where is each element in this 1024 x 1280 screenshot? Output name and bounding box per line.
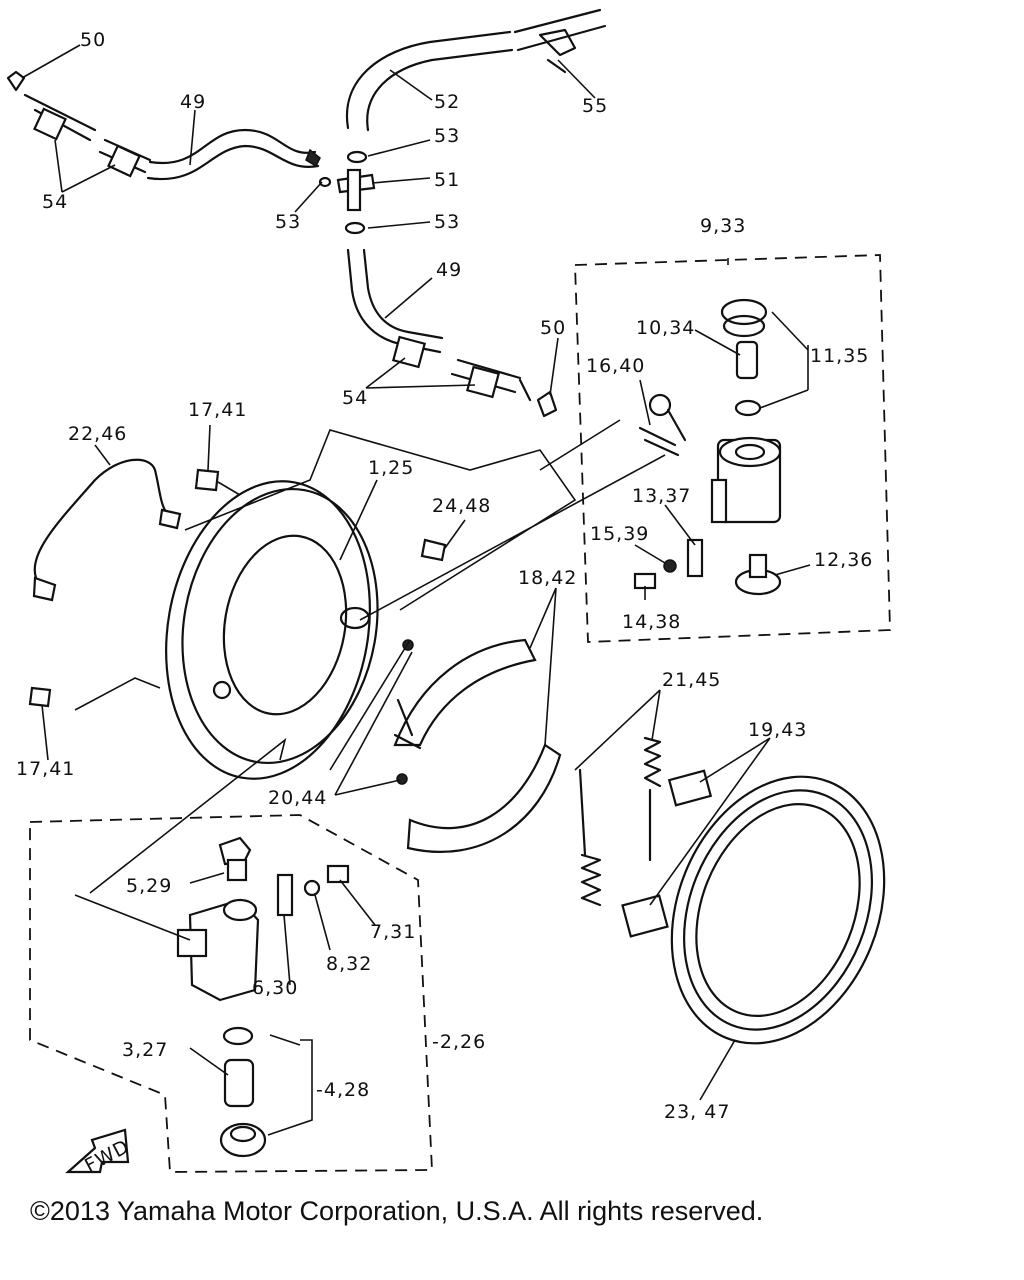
leader-cylinder-to-plate (74, 639, 411, 1136)
bolt-17-41-lower (28, 686, 52, 708)
label-11-35: 11,35 (810, 345, 869, 367)
label-54: 54 (342, 387, 368, 409)
label-7-31: 7,31 (370, 921, 416, 943)
label-54: 54 (42, 191, 68, 213)
bolt-7-31 (326, 864, 350, 884)
leader-plate-outline (74, 419, 666, 711)
label-16-40: 16,40 (586, 355, 645, 377)
label-53: 53 (275, 211, 301, 233)
hose-52 (345, 8, 607, 132)
label-3-27: 3,27 (122, 1039, 168, 1061)
label-55: 55 (582, 95, 608, 117)
label-50: 50 (80, 29, 106, 51)
label-13-37: 13,37 (632, 485, 691, 507)
brake-switch-16-40 (638, 393, 687, 457)
label-21-45: 21,45 (662, 669, 721, 691)
cup-4-28-upper (222, 1026, 254, 1046)
label-53: 53 (434, 211, 460, 233)
bolt-14-38 (633, 572, 657, 590)
piston-10-34 (735, 340, 759, 380)
copyright-notice: ©2013 Yamaha Motor Corporation, U.S.A. A… (30, 1196, 764, 1226)
bolt-17-41-upper (194, 468, 241, 496)
label-18-42: 18,42 (518, 567, 577, 589)
label-20-44: 20,44 (268, 787, 327, 809)
brake-hose-lower (346, 248, 532, 402)
bolt-24-48 (420, 538, 447, 562)
label-53: 53 (434, 125, 460, 147)
shim-19-43 (621, 769, 713, 938)
label-14-38: 14,38 (622, 611, 681, 633)
group-box-9-33 (574, 254, 891, 643)
brake-hose-22-46 (32, 458, 182, 602)
label-50: 50 (540, 317, 566, 339)
label-49: 49 (180, 91, 206, 113)
label-2-26: -2,26 (432, 1031, 486, 1053)
three-way-joint-51 (336, 168, 376, 212)
piston-3-27 (223, 1058, 255, 1108)
label-17-41: 17,41 (16, 758, 75, 780)
label-49: 49 (436, 259, 462, 281)
clip-50-lower (536, 390, 558, 418)
bracket-6-30 (276, 873, 294, 917)
label-19-43: 19,43 (748, 719, 807, 741)
label-4-28: -4,28 (316, 1079, 370, 1101)
bleeder-12-36 (734, 553, 782, 596)
brake-hose-upper-left (23, 93, 321, 181)
o-rings-53 (318, 150, 368, 235)
brake-drum-seal-23-47 (670, 775, 886, 1045)
label-52: 52 (434, 91, 460, 113)
label-5-29: 5,29 (126, 875, 172, 897)
label-9-33: 9,33 (700, 215, 746, 237)
label-23-47: 23, 47 (664, 1101, 730, 1123)
cap-11-35 (720, 298, 768, 417)
label-17-41: 17,41 (188, 399, 247, 421)
label-15-39: 15,39 (590, 523, 649, 545)
brake-shoe-18-42-lower (406, 743, 562, 853)
wheel-cylinder-2-26 (176, 898, 260, 1002)
label-51: 51 (434, 169, 460, 191)
brake-shoe-18-42-upper (393, 638, 537, 750)
label-6-30: 6,30 (252, 977, 298, 999)
master-cylinder-9 (710, 436, 782, 524)
bleeder-5-29 (218, 836, 252, 882)
bracket-13-37 (686, 538, 704, 578)
label-10-34: 10,34 (636, 317, 695, 339)
clamp-55 (538, 28, 577, 74)
leader-lines (21, 44, 811, 1101)
boot-4-28 (219, 1122, 267, 1158)
label-1-25: 1,25 (368, 457, 414, 479)
label-8-32: 8,32 (326, 953, 372, 975)
washer-8-32 (303, 879, 321, 897)
label-24-48: 24,48 (432, 495, 491, 517)
fwd-arrow-icon (65, 1128, 130, 1174)
group-box-2-26 (29, 814, 433, 1173)
label-12-36: 12,36 (814, 549, 873, 571)
clip-50-top (6, 70, 26, 92)
washer-15-39 (663, 559, 677, 573)
springs-21-45 (578, 736, 662, 907)
label-22-46: 22,46 (68, 423, 127, 445)
